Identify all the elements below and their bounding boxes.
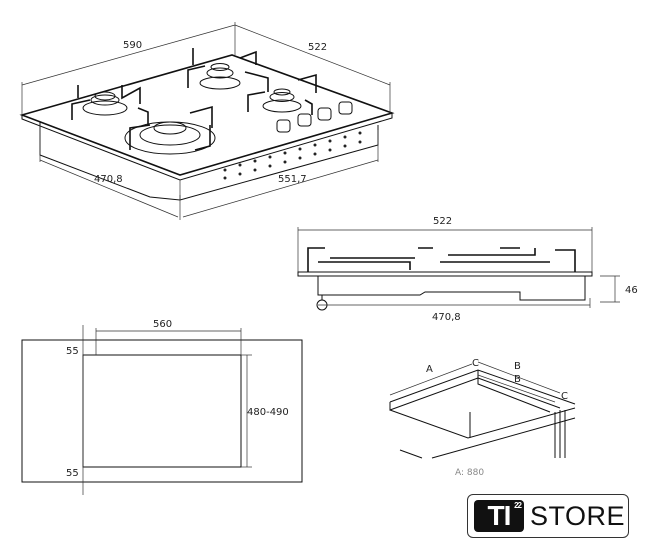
label-c-right: C — [561, 391, 568, 402]
worktop-outline — [21, 339, 303, 483]
dimension-side-width: 522 — [433, 216, 452, 227]
logo-text: STORE — [530, 500, 626, 531]
logo-mark: TI 22 — [474, 500, 524, 532]
burner-wok — [124, 105, 216, 155]
dimension-bottom-margin: 55 — [66, 468, 79, 479]
cutout-outline — [82, 354, 242, 468]
logo-superscript: 22 — [514, 501, 522, 510]
label-b-top: B — [514, 361, 521, 372]
dimension-body-depth: 470,8 — [94, 174, 123, 185]
dimension-body-width: 551,7 — [278, 174, 307, 185]
dimension-width-590: 590 — [123, 40, 142, 51]
installation-note: A: 880 — [455, 468, 484, 478]
isometric-hob-view: 590 522 470,8 551,7 — [19, 22, 395, 220]
burner-right — [247, 73, 317, 115]
installation-view: A C B B C A: 880 — [389, 358, 576, 478]
vent-holes — [223, 131, 362, 180]
control-knobs — [276, 101, 353, 133]
burner-back — [187, 48, 269, 92]
burner-left — [71, 85, 149, 125]
label-c-top: C — [472, 358, 479, 369]
dimension-top-margin: 55 — [66, 346, 79, 357]
dimension-side-body: 470,8 — [432, 312, 461, 323]
dimension-cutout-width: 560 — [153, 319, 172, 330]
dimension-cutout-height: 480-490 — [247, 407, 289, 418]
side-view: 522 46 470,8 — [297, 216, 638, 323]
dimension-height-46: 46 — [625, 285, 638, 296]
dimension-depth-522: 522 — [308, 42, 327, 53]
cutout-view: 560 480-490 55 55 — [21, 319, 303, 495]
label-a: A — [426, 364, 433, 375]
label-b-bottom: B — [514, 374, 521, 385]
store-logo: TI 22 STORE — [467, 494, 629, 538]
logo-mark-text: TI — [487, 500, 512, 531]
